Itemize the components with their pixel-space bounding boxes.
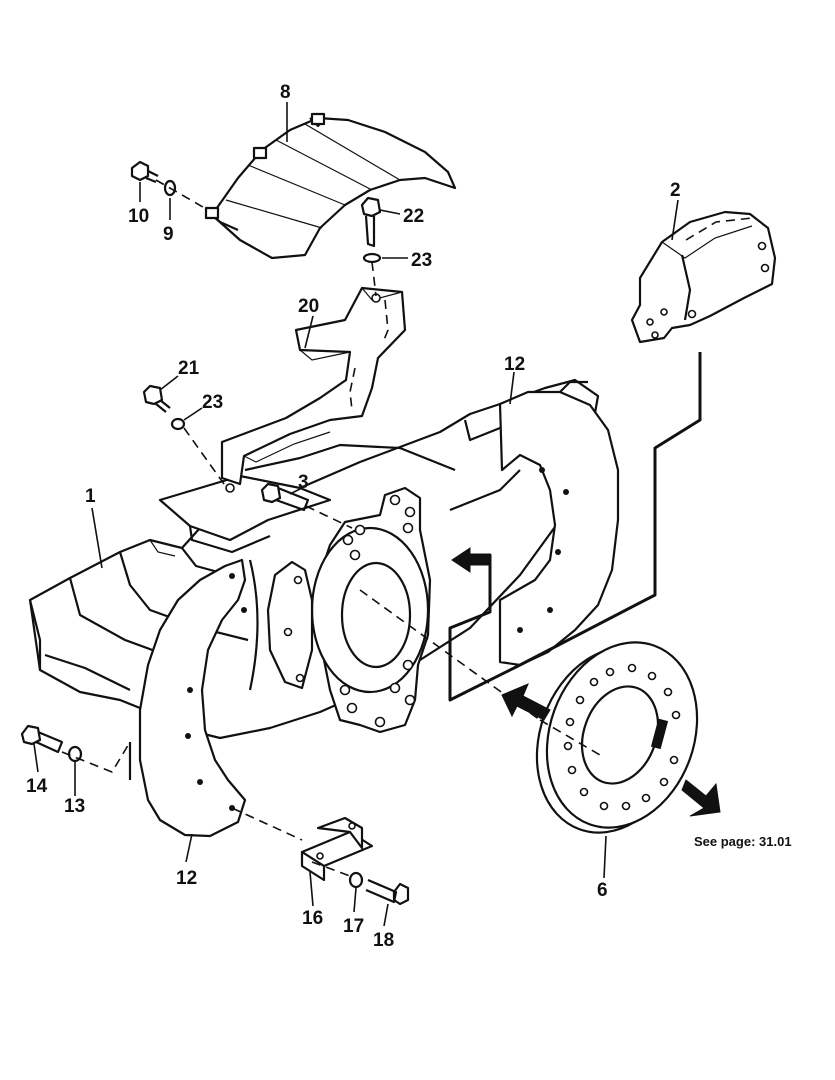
disc-bolt-holes xyxy=(563,663,681,811)
callout-18: 18 xyxy=(373,930,394,951)
arrow-left-icon xyxy=(451,547,489,573)
callout-12-upper: 12 xyxy=(504,354,525,375)
callout-16: 16 xyxy=(302,908,323,929)
brake-caliper xyxy=(630,210,777,344)
callout-14: 14 xyxy=(26,776,48,797)
bolt-14 xyxy=(20,724,64,754)
callout-8: 8 xyxy=(280,82,291,103)
callout-22: 22 xyxy=(403,206,424,227)
leader-lines xyxy=(33,102,679,927)
callout-23-lower: 23 xyxy=(202,392,223,413)
callout-6: 6 xyxy=(597,880,608,901)
brake-cover xyxy=(204,112,457,260)
bolt-3 xyxy=(260,482,310,512)
callout-2: 2 xyxy=(670,180,681,201)
callout-20: 20 xyxy=(298,296,319,317)
routing-line xyxy=(448,352,702,702)
callout-17: 17 xyxy=(343,916,364,937)
clamp-plate xyxy=(300,816,374,882)
arrow-reference-icon xyxy=(681,779,721,817)
callout-12-lower: 12 xyxy=(176,868,197,889)
washer-17 xyxy=(348,871,364,889)
bolt-10 xyxy=(130,160,159,184)
see-page-reference: See page: 31.01 xyxy=(694,834,792,849)
callout-10: 10 xyxy=(128,206,149,227)
callout-3: 3 xyxy=(298,472,309,493)
hub-flange xyxy=(266,486,432,734)
callout-23-upper: 23 xyxy=(411,250,432,271)
callout-9: 9 xyxy=(163,224,174,245)
callout-13: 13 xyxy=(64,796,85,817)
direction-arrows xyxy=(451,547,721,817)
bolt-18 xyxy=(365,878,410,906)
callout-1: 1 xyxy=(85,486,96,507)
bolt-21 xyxy=(142,384,171,413)
bolt-22 xyxy=(360,196,382,248)
arrow-upleft-icon xyxy=(501,683,551,721)
brake-disc xyxy=(535,641,699,834)
callout-21: 21 xyxy=(178,358,200,379)
washer-23-lower xyxy=(170,417,186,431)
washer-23-upper xyxy=(362,252,382,264)
callout-labels: 8 10 9 2 22 23 20 21 23 12 3 1 14 13 12 … xyxy=(26,82,681,951)
dust-shield-left xyxy=(128,558,247,838)
